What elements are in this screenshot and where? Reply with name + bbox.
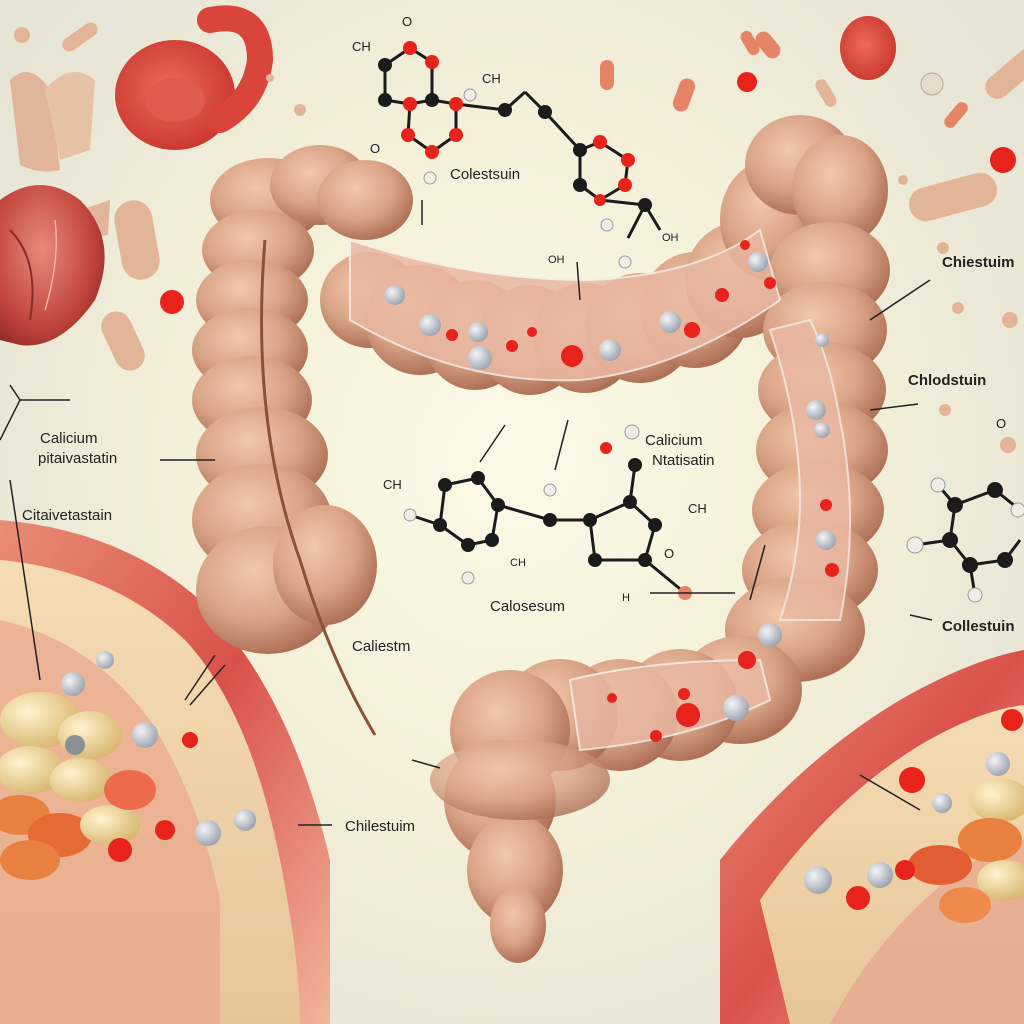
chem-o-center: O	[664, 546, 675, 561]
label-calicium-left-1: Calicium	[40, 430, 98, 447]
label-chlodstuin: Chlodstuin	[908, 372, 987, 389]
chem-o-top: O	[402, 14, 413, 29]
leader-lines	[0, 200, 933, 826]
plaque-deposits-right	[804, 709, 1024, 923]
chem-ch-center-left: CH	[383, 477, 402, 492]
label-calicium-center-1: Calicium	[645, 432, 703, 449]
plaque-deposits-left	[0, 651, 256, 880]
label-collestuin: Collestuin	[942, 618, 1015, 635]
chem-ch-top-left: CH	[352, 39, 371, 54]
chem-o-far-right: O	[996, 416, 1007, 431]
floating-blood-cells	[14, 5, 1024, 453]
chem-oh-mid: OH	[548, 254, 565, 266]
heart-illustration	[0, 72, 110, 346]
label-colestsuin-top: Colestsuin	[450, 166, 521, 183]
chem-ch2-center: CH	[510, 557, 526, 569]
label-calicium-left-2: pitaivastatin	[38, 450, 118, 467]
chem-oh-right: OH	[662, 232, 679, 244]
artery-right	[720, 650, 1024, 1024]
label-chilestuim-bottom: Chilestuim	[345, 818, 416, 835]
chem-h-center: H	[622, 592, 630, 604]
chem-ch-chain: CH	[482, 71, 501, 86]
molecule-top	[378, 41, 662, 269]
intestine-particles	[385, 240, 839, 742]
label-caliestm: Caliestm	[352, 638, 411, 655]
molecule-right	[906, 477, 1024, 603]
chem-ch-center-right: CH	[688, 501, 707, 516]
chem-o-left: O	[370, 141, 381, 156]
label-calosesum: Calosesum	[490, 598, 566, 615]
label-chiestuim-right: Chiestuim	[942, 254, 1015, 271]
molecule-center	[403, 424, 692, 600]
large-intestine	[192, 115, 890, 963]
label-citaivetastain: Citaivetastain	[22, 507, 113, 524]
label-calicium-center-2: Ntatisatin	[652, 452, 715, 469]
